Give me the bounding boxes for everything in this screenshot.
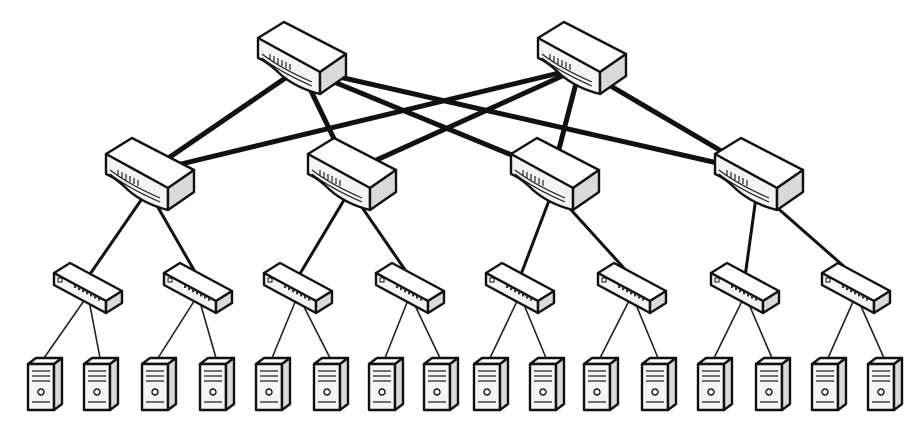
- host-server-16: [866, 356, 904, 412]
- link-edge-6-host-11: [599, 294, 633, 359]
- link-agg-4-edge-7: [743, 188, 759, 279]
- host-server-8: [422, 356, 460, 412]
- link-edge-3-host-5: [271, 294, 299, 359]
- aggregation-router-3: [509, 136, 601, 212]
- core-router-1: [256, 20, 348, 96]
- edge-switch-7: [709, 261, 781, 315]
- host-server-11: [582, 356, 620, 412]
- aggregation-router-1: [104, 136, 196, 212]
- host-server-10: [528, 356, 566, 412]
- link-core-2-agg-1: [145, 65, 583, 175]
- core-router-2: [536, 20, 628, 96]
- edge-switch-5: [484, 261, 556, 315]
- link-agg-1-edge-1: [86, 188, 150, 279]
- host-server-3: [140, 356, 178, 412]
- host-server-7: [367, 356, 405, 412]
- host-server-4: [198, 356, 236, 412]
- link-core-1-agg-1: [145, 65, 303, 175]
- aggregation-router-2: [306, 136, 398, 212]
- link-edge-4-host-7: [384, 294, 411, 359]
- host-server-14: [754, 356, 792, 412]
- host-server-15: [810, 356, 848, 412]
- edge-switch-2: [162, 261, 234, 315]
- edge-switch-6: [596, 261, 668, 315]
- link-edge-8-host-15: [827, 294, 857, 359]
- link-core-2-agg-2: [347, 65, 583, 175]
- host-server-6: [312, 356, 350, 412]
- link-edge-1-host-1: [43, 294, 89, 359]
- edge-switch-1: [52, 261, 124, 315]
- host-server-12: [640, 356, 678, 412]
- link-edge-2-host-3: [157, 294, 199, 359]
- link-edge-5-host-9: [489, 294, 521, 359]
- host-server-2: [82, 356, 120, 412]
- links-layer: [43, 65, 885, 359]
- host-server-13: [696, 356, 734, 412]
- edge-switch-3: [262, 261, 334, 315]
- link-agg-3-edge-5: [518, 188, 555, 279]
- edge-switch-8: [820, 261, 892, 315]
- edge-switch-4: [374, 261, 446, 315]
- aggregation-router-4: [713, 136, 805, 212]
- host-server-1: [26, 356, 64, 412]
- link-core-1-agg-4: [297, 65, 760, 175]
- devices-layer: [26, 20, 904, 412]
- link-agg-2-edge-3: [296, 188, 352, 279]
- link-edge-7-host-13: [713, 294, 746, 359]
- host-server-9: [472, 356, 510, 412]
- host-server-5: [254, 356, 292, 412]
